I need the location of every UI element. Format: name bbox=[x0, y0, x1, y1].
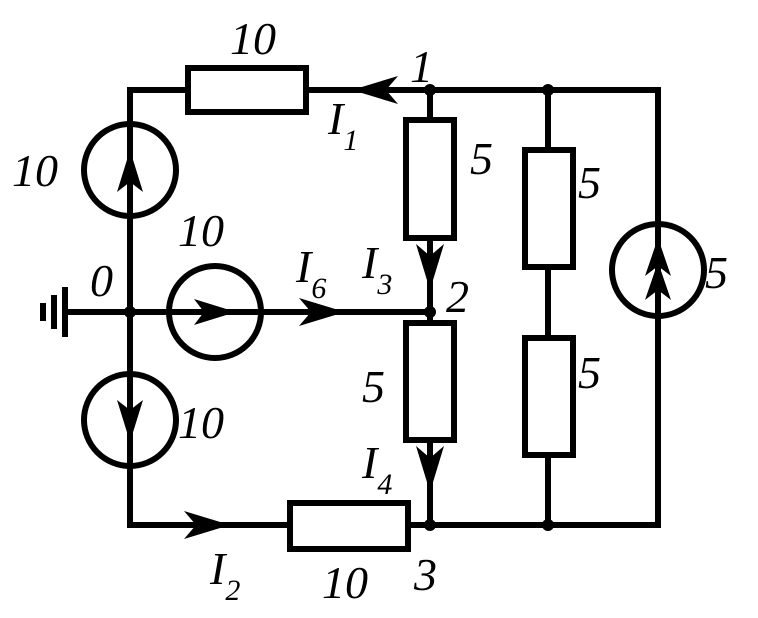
current-source-left-upper-icon bbox=[81, 121, 179, 219]
ground-icon bbox=[40, 287, 68, 337]
resistor-r12-icon bbox=[403, 117, 457, 241]
source-left-lower-value: 10 bbox=[178, 397, 224, 448]
node-label-2: 2 bbox=[446, 271, 469, 322]
arrow-i4-icon bbox=[416, 446, 444, 492]
arrow-i6-icon bbox=[299, 298, 345, 326]
source-right-value: 5 bbox=[705, 247, 728, 298]
current-label-i3: I3 bbox=[361, 237, 392, 301]
junction-node1 bbox=[424, 84, 436, 96]
current-source-middle-icon bbox=[166, 263, 264, 361]
node-label-1: 1 bbox=[410, 41, 433, 92]
current-label-i4: I4 bbox=[361, 437, 392, 501]
resistor-top-icon bbox=[185, 65, 309, 115]
current-source-left-lower-icon bbox=[81, 371, 179, 469]
junction-top-right bbox=[542, 84, 554, 96]
junction-node3 bbox=[424, 519, 436, 531]
arrow-i1-icon bbox=[352, 76, 398, 104]
resistor-bottom-icon bbox=[287, 500, 411, 552]
current-label-i1: I1 bbox=[327, 93, 358, 157]
resistor-r12-value: 5 bbox=[470, 133, 493, 184]
current-label-i2: I2 bbox=[209, 543, 240, 607]
source-left-upper-value: 10 bbox=[12, 145, 58, 196]
arrow-i3-icon bbox=[416, 244, 444, 290]
resistor-right-lower-icon bbox=[522, 335, 576, 458]
resistor-right-upper-icon bbox=[522, 147, 576, 270]
current-label-i6: I6 bbox=[295, 241, 326, 305]
junction-node0 bbox=[124, 306, 136, 318]
current-source-right-icon bbox=[609, 221, 707, 319]
resistor-top-value: 10 bbox=[230, 13, 276, 64]
junction-node2 bbox=[424, 306, 436, 318]
resistor-right-upper-value: 5 bbox=[578, 157, 601, 208]
node-label-0: 0 bbox=[90, 255, 113, 306]
resistor-r23-icon bbox=[403, 320, 457, 443]
node-label-3: 3 bbox=[413, 549, 437, 600]
source-middle-value: 10 bbox=[178, 205, 224, 256]
resistor-right-lower-value: 5 bbox=[578, 347, 601, 398]
junction-bottom-right bbox=[542, 519, 554, 531]
arrow-i2-icon bbox=[184, 511, 230, 539]
resistor-bottom-value: 10 bbox=[322, 557, 368, 608]
junction-dots bbox=[124, 84, 554, 531]
resistor-r23-value: 5 bbox=[362, 361, 385, 412]
